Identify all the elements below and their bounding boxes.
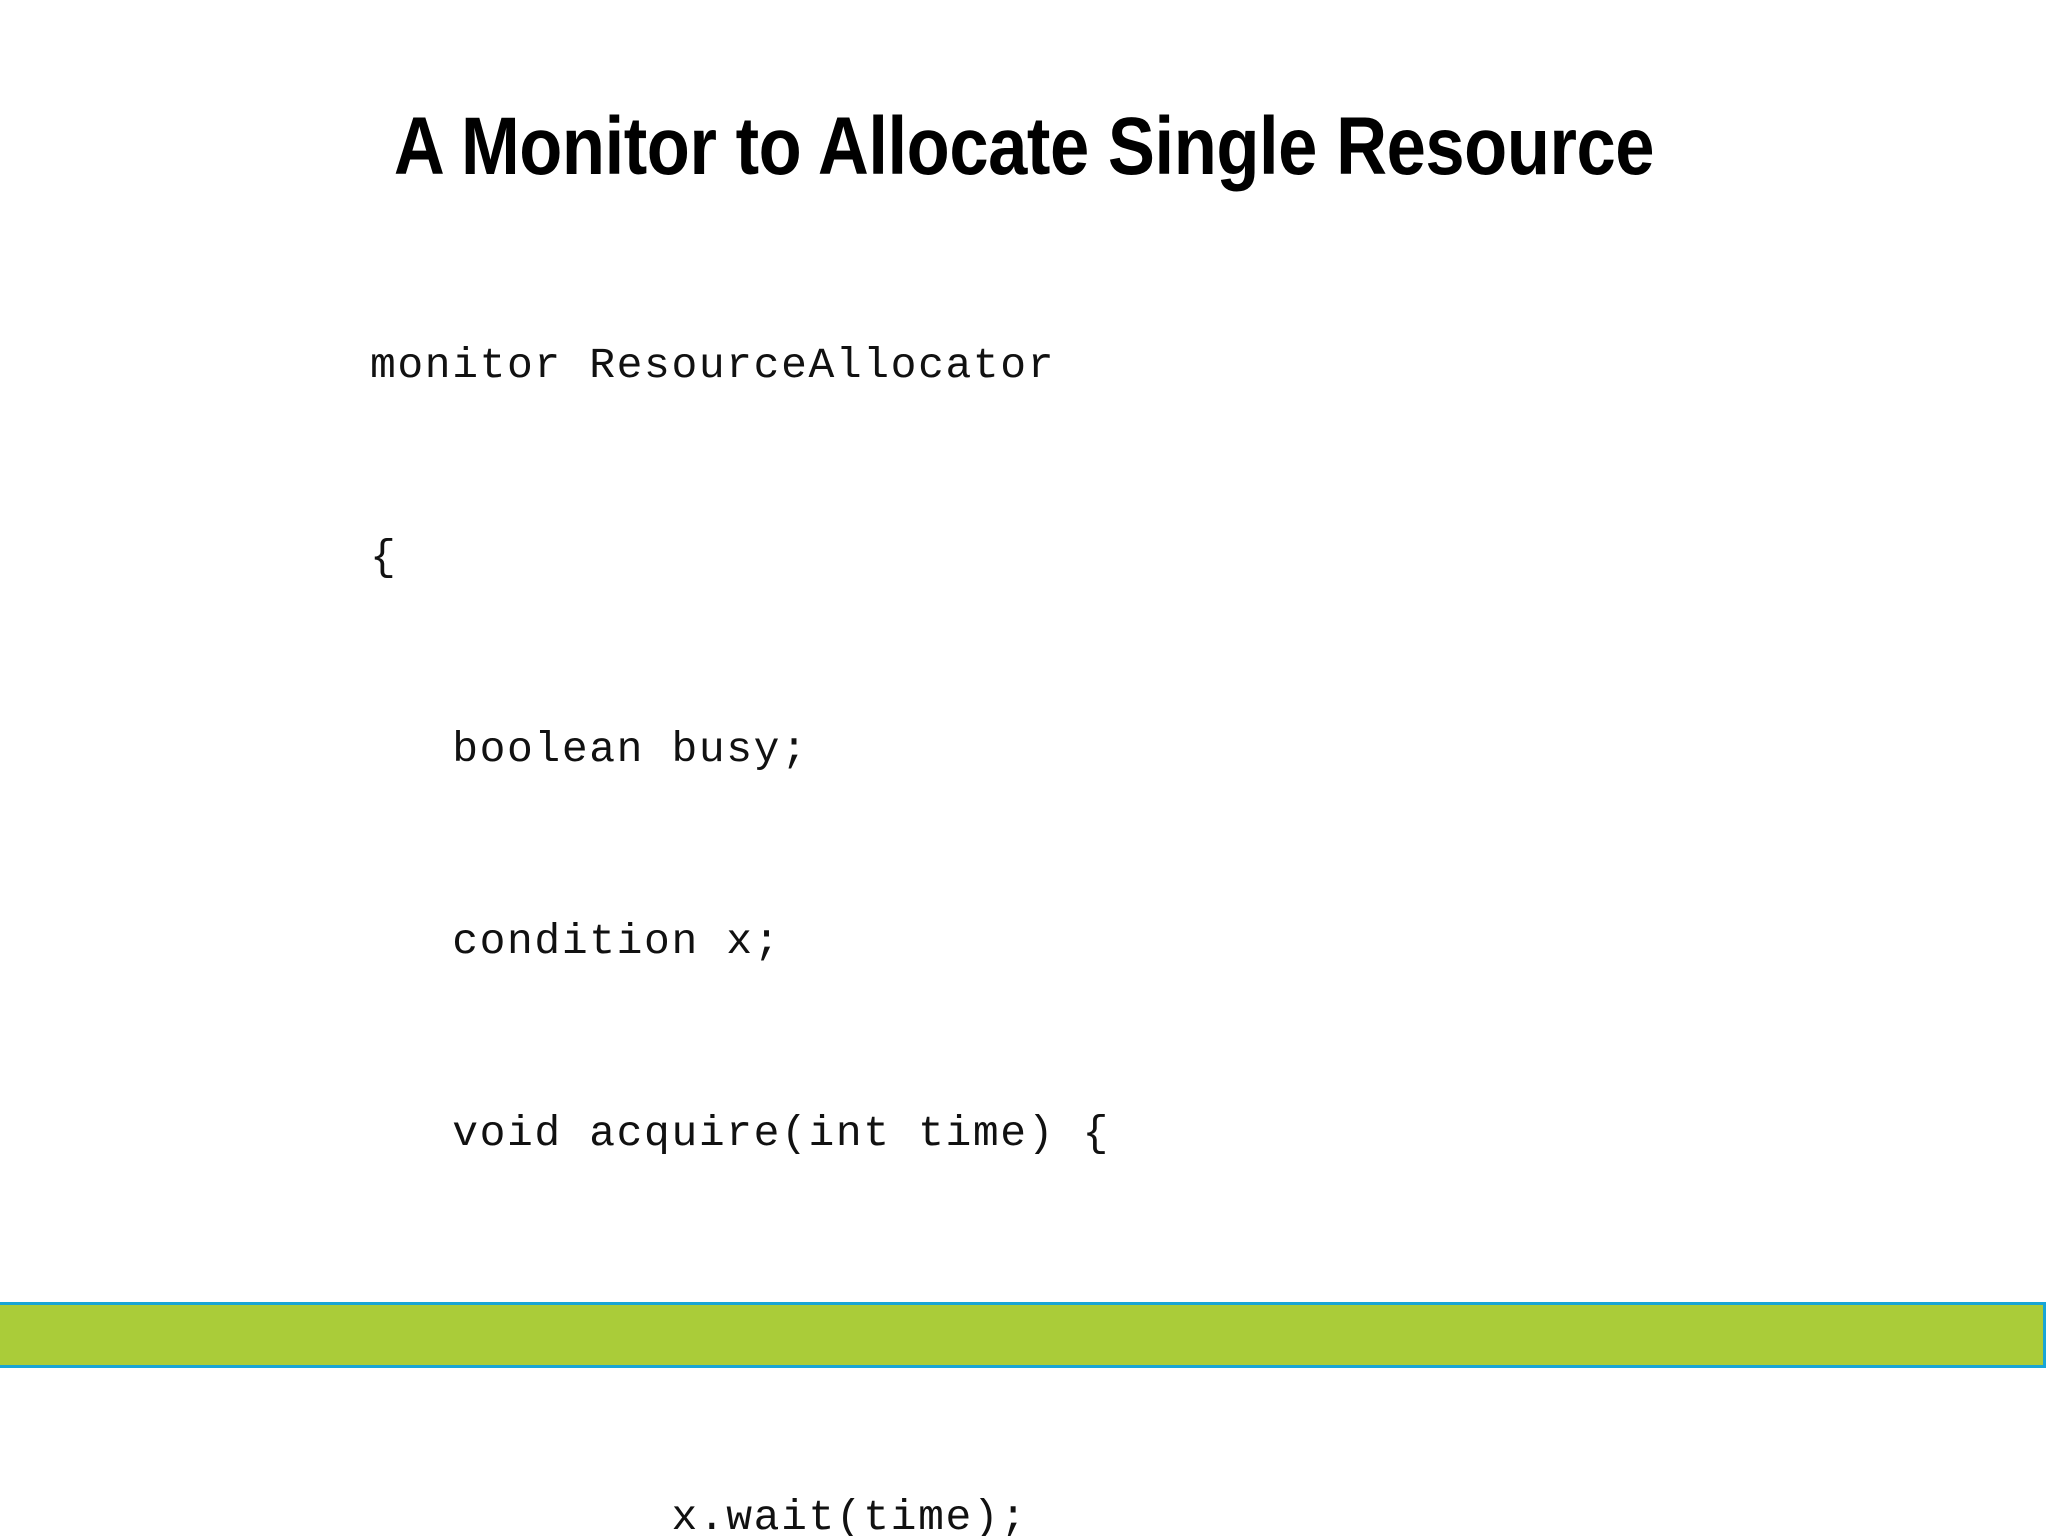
code-line: x.wait(time); — [370, 1493, 1028, 1536]
code-line: monitor ResourceAllocator — [370, 341, 1056, 390]
code-line: boolean busy; — [370, 725, 809, 774]
code-line: condition x; — [370, 917, 782, 966]
code-line: { — [370, 533, 398, 582]
page-title: A Monitor to Allocate Single Resource — [393, 100, 1655, 192]
decorative-bottom-bar — [0, 1302, 2046, 1368]
code-line: void acquire(int time) { — [370, 1109, 1110, 1158]
